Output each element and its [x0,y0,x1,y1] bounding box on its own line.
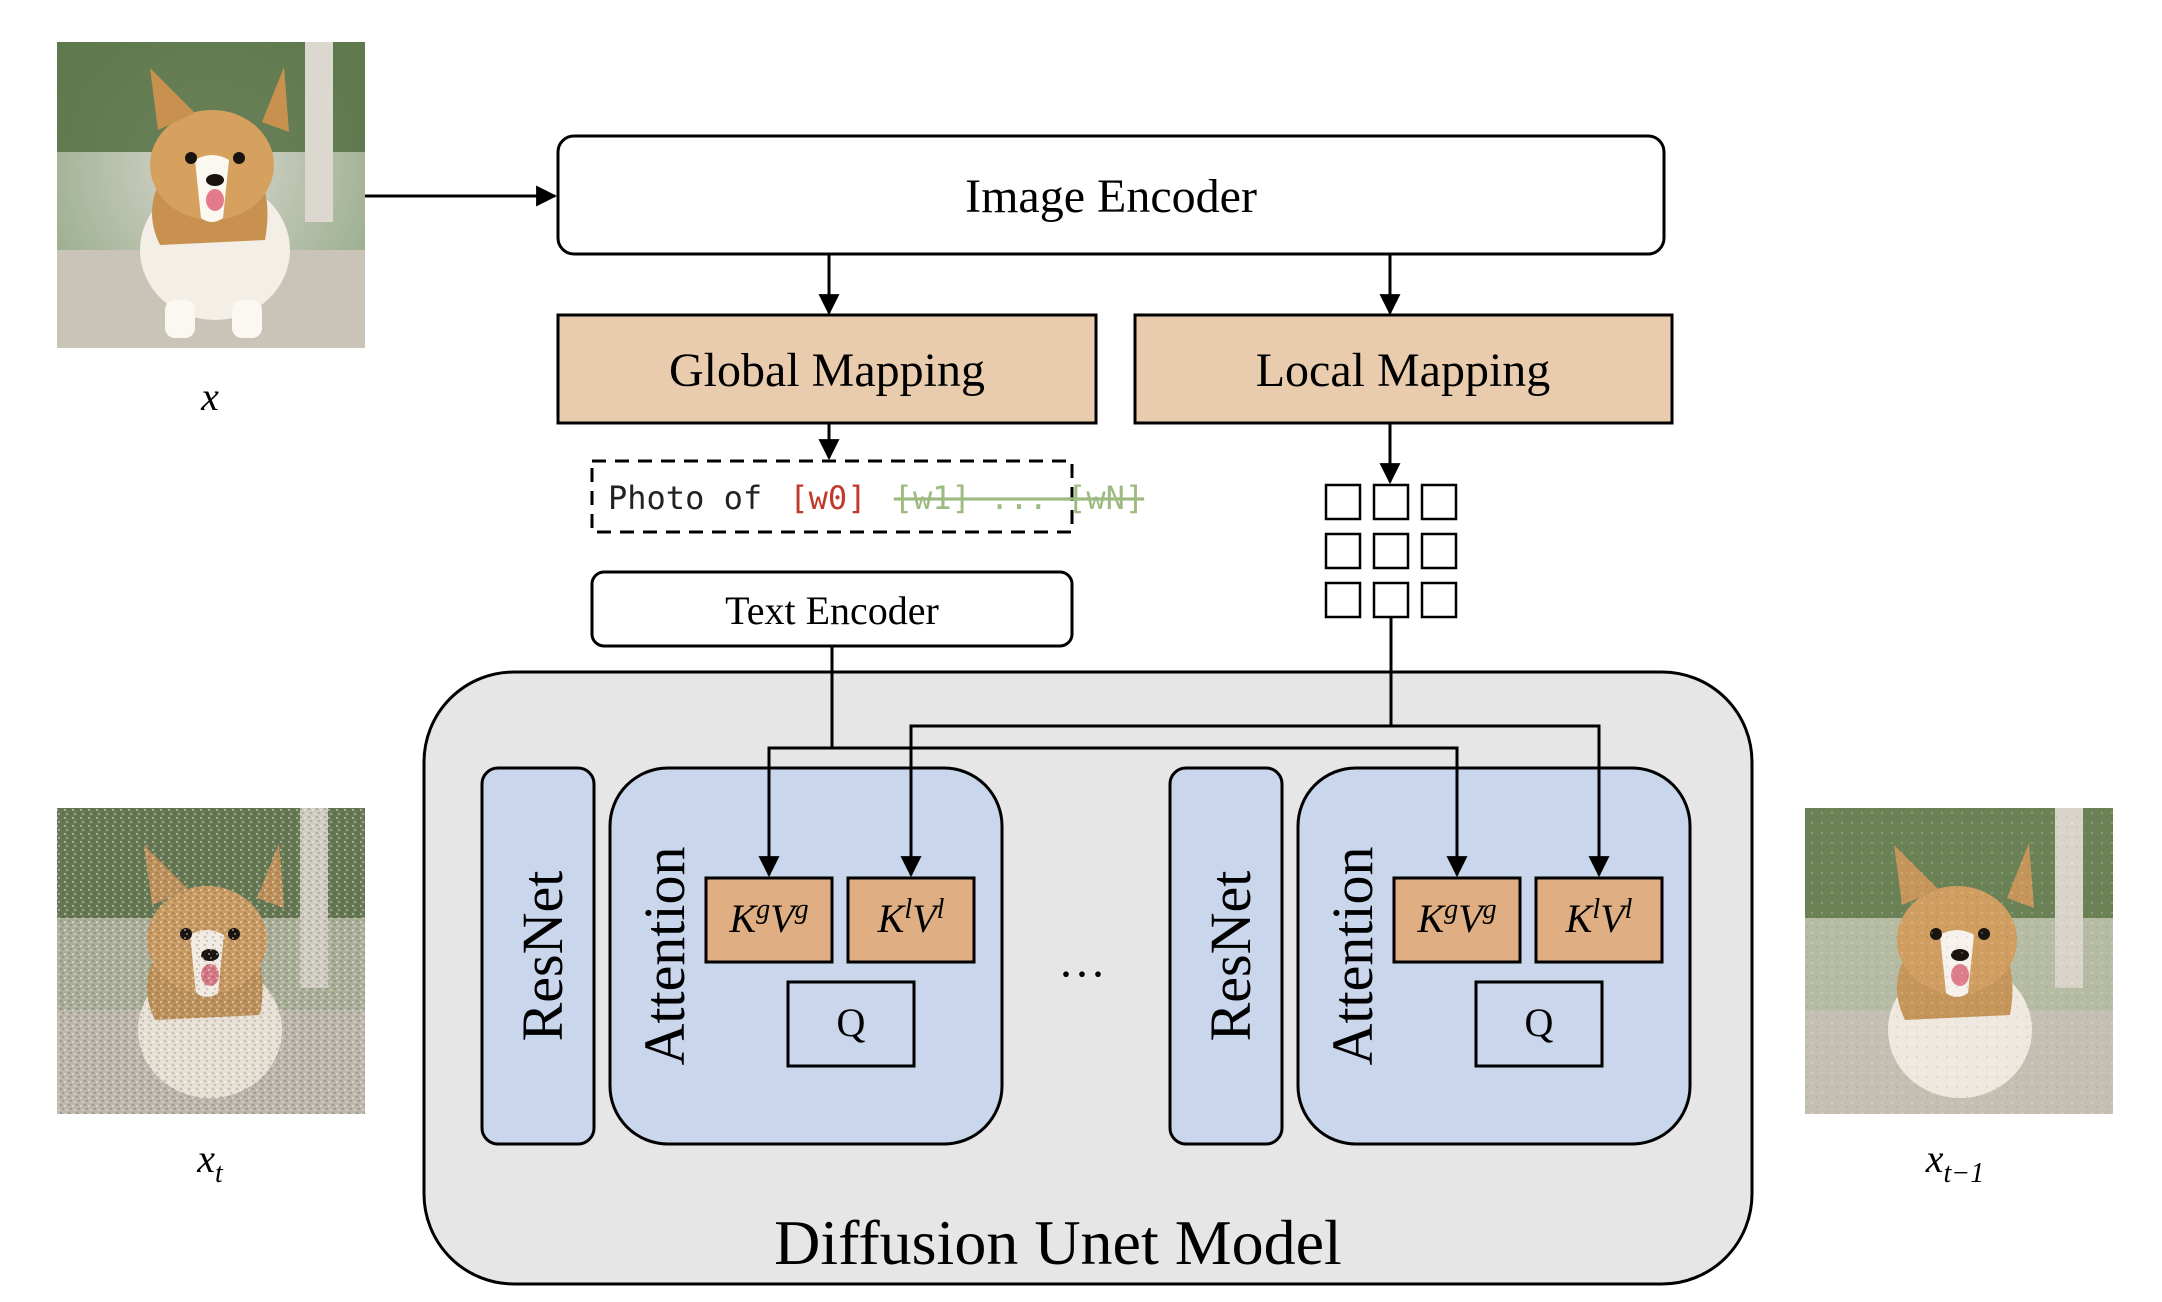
prompt-box [590,459,1074,534]
noisy-image-label: xt [196,1136,224,1189]
global-mapping-label: Global Mapping [669,344,985,397]
prompt-text: Photo of [w0] [w1] ... [wN] [608,479,1144,517]
local-token-grid [1324,483,1458,619]
noisy-image [57,808,365,1114]
corgi-figure [140,67,290,338]
image-encoder-label: Image Encoder [965,170,1257,223]
attention-label-2: Attention [1320,846,1385,1065]
global-to-kv-global-2 [832,746,1468,878]
kv-local-box-2 [1534,876,1664,964]
input-image [57,42,365,348]
resnet-block-1 [480,766,596,1146]
query-label-2: Q [1525,1000,1554,1045]
resnet-block-2 [1168,766,1284,1146]
local-mapping-box [1133,313,1674,425]
local-to-kv-local-1 [900,617,1393,878]
blocks-ellipsis: ··· [1058,948,1106,1001]
kv-local-box-1 [846,876,976,964]
denoised-image-label: xt−1 [1925,1136,1984,1189]
local-mapping-label: Local Mapping [1256,344,1551,397]
resnet-label-2: ResNet [1198,871,1263,1042]
kv-global-box-2 [1392,876,1522,964]
global-mapping-box [556,313,1098,425]
text-encoder-label: Text Encoder [725,588,939,633]
kv-global-box-1 [704,876,834,964]
global-to-kv-global-1 [758,646,834,878]
input-image-label: x [200,374,219,419]
attention-label-1: Attention [632,846,697,1065]
query-label-1: Q [837,1000,866,1045]
unet-label: Diffusion Unet Model [774,1207,1342,1278]
denoised-image [1805,808,2113,1114]
image-encoder-box [556,134,1666,256]
kv-local-label-1: KlVl [877,894,945,941]
local-to-kv-local-2 [1391,724,1610,878]
query-box-1 [786,980,916,1068]
resnet-label-1: ResNet [510,871,575,1042]
query-box-2 [1474,980,1604,1068]
